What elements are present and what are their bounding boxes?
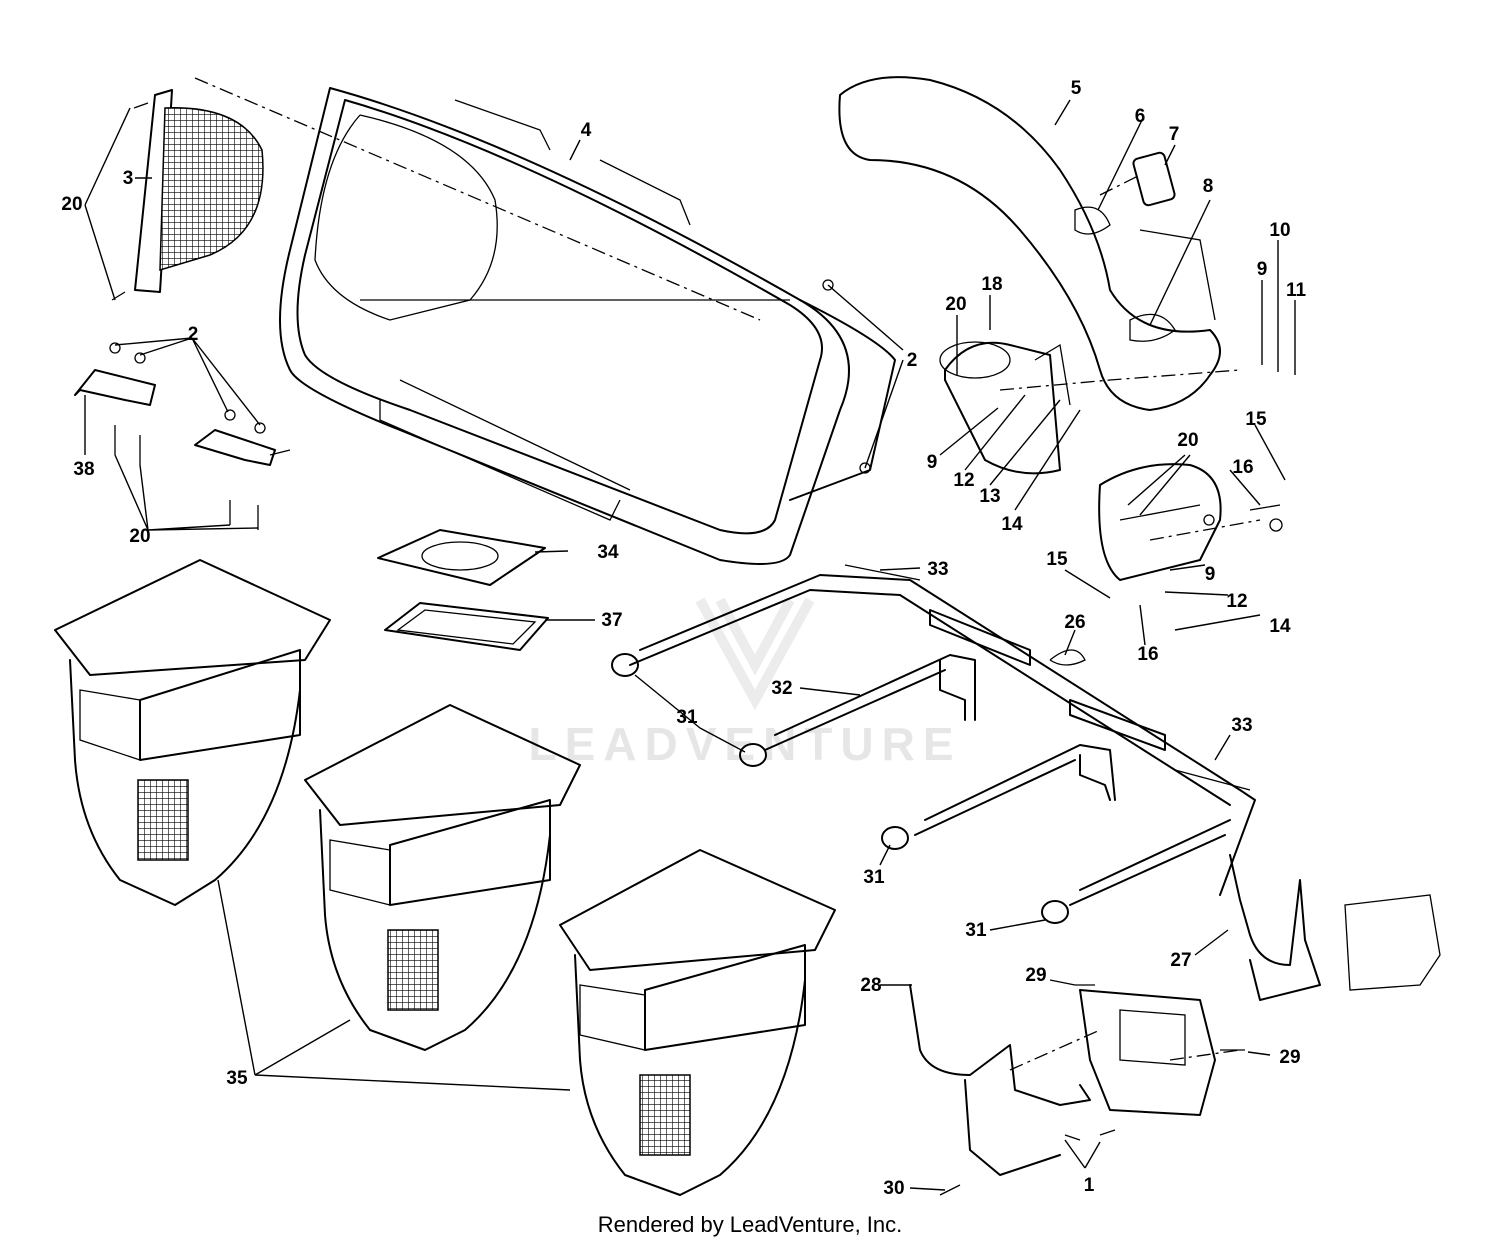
callout-20: 20 (61, 194, 82, 215)
callout-16: 16 (1232, 457, 1253, 478)
callout-27: 27 (1170, 950, 1191, 971)
callout-8: 8 (1203, 176, 1214, 197)
callout-20: 20 (945, 294, 966, 315)
callout-12: 12 (953, 470, 974, 491)
part-grass-bags (54, 559, 836, 1196)
callout-7: 7 (1169, 124, 1180, 145)
callout-34: 34 (597, 542, 619, 563)
callout-9: 9 (1205, 564, 1216, 585)
watermark-logo: LEADVENTURE (528, 597, 961, 770)
callout-6: 6 (1135, 106, 1146, 127)
callout-5: 5 (1071, 78, 1082, 99)
part-hitch (909, 854, 1441, 1196)
callout-14: 14 (1269, 616, 1291, 637)
credit-footer: Rendered by LeadVenture, Inc. (597, 1212, 903, 1237)
callout-32: 32 (771, 678, 792, 699)
callout-16: 16 (1137, 644, 1158, 665)
part-screen (111, 89, 264, 301)
leader-lines (84, 99, 1296, 1191)
callout-18: 18 (981, 274, 1002, 295)
callout-31: 31 (965, 920, 987, 941)
callout-15: 15 (1046, 549, 1068, 570)
callout-33: 33 (1231, 715, 1252, 736)
callout-20: 20 (129, 526, 150, 547)
callout-13: 13 (979, 486, 1000, 507)
callout-37: 37 (601, 610, 622, 631)
callout-30: 30 (883, 1178, 904, 1199)
part-deflector (939, 341, 1071, 475)
callout-1: 1 (1084, 1175, 1095, 1196)
callout-26: 26 (1064, 612, 1085, 633)
part-plates (377, 529, 549, 651)
callout-29: 29 (1279, 1047, 1300, 1068)
callout-9: 9 (1257, 259, 1268, 280)
callout-31: 31 (863, 867, 885, 888)
callout-3: 3 (123, 168, 134, 189)
callout-2: 2 (907, 350, 918, 371)
watermark-text: LEADVENTURE (528, 718, 961, 770)
part-lower-deflector (1098, 463, 1283, 581)
callout-35: 35 (226, 1068, 248, 1089)
callout-4: 4 (581, 120, 592, 141)
callout-15: 15 (1245, 409, 1267, 430)
callout-labels: 2032382042567810911201891213141520169121… (61, 78, 1306, 1199)
part-brackets (74, 279, 871, 530)
callout-38: 38 (73, 459, 94, 480)
part-chute-tube (838, 76, 1221, 411)
part-frame (611, 564, 1256, 924)
callout-9: 9 (927, 452, 938, 473)
callout-11: 11 (1286, 280, 1307, 301)
callout-28: 28 (860, 975, 881, 996)
assembly-lines (194, 77, 1261, 1071)
callout-33: 33 (927, 559, 948, 580)
callout-31: 31 (676, 707, 698, 728)
callout-2: 2 (188, 324, 199, 345)
callout-10: 10 (1269, 220, 1290, 241)
callout-20: 20 (1177, 430, 1198, 451)
part-hood (279, 87, 896, 565)
callout-14: 14 (1001, 514, 1023, 535)
callout-29: 29 (1025, 965, 1046, 986)
callout-12: 12 (1226, 591, 1247, 612)
